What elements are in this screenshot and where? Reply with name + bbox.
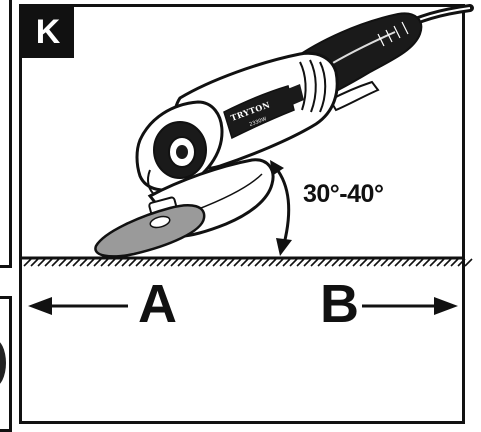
ground-hatch-line: [86, 258, 95, 267]
ground-hatch-line: [114, 258, 123, 267]
ground-hatch-line: [415, 258, 424, 267]
ground-hatch-line: [191, 258, 200, 267]
ground-hatch-line: [58, 258, 67, 267]
ground-hatch-line: [247, 258, 256, 267]
ground-hatch-line: [177, 258, 186, 267]
arrow-right: [362, 297, 458, 315]
ground-hatch-line: [443, 258, 452, 267]
ground-hatch-line: [331, 258, 340, 267]
ground-hatch-line: [44, 258, 53, 267]
ground-hatch-line: [240, 258, 249, 267]
ground-hatch-line: [422, 258, 431, 267]
angle-grinder: TRYTON 2330W: [94, 12, 423, 258]
ground-hatch-line: [198, 258, 207, 267]
ground-hatch-line: [338, 258, 347, 267]
ground-hatch-line: [352, 258, 361, 267]
ground-hatch-line: [457, 258, 466, 267]
panel-letter-badge: K: [22, 6, 74, 58]
ground-hatch-line: [254, 258, 263, 267]
adjacent-panel-edge-top: [0, 0, 12, 268]
ground-hatch-line: [345, 258, 354, 267]
direction-label-a: A: [138, 274, 177, 334]
panel-letter: K: [35, 12, 61, 51]
ground-hatch-line: [282, 258, 291, 267]
ground-hatch-line: [163, 258, 172, 267]
ground-hatch-line: [142, 258, 151, 267]
ground-hatch-line: [205, 258, 214, 267]
ground-hatch-line: [275, 258, 284, 267]
ground-hatch-line: [366, 258, 375, 267]
ground-hatch-line: [51, 258, 60, 267]
arrow-left: [28, 297, 128, 315]
ground-hatch-line: [184, 258, 193, 267]
ground-hatch-line: [429, 258, 438, 267]
ground-hatch-line: [128, 258, 137, 267]
ground-hatch-line: [380, 258, 389, 267]
adjacent-panel-illustration-fragment: [0, 339, 6, 387]
ground-hatch-line: [310, 258, 319, 267]
tool-power-label: 2330W: [249, 116, 268, 128]
ground-hatch-line: [135, 258, 144, 267]
ground-hatch-line: [359, 258, 368, 267]
ground-hatch-line: [394, 258, 403, 267]
angle-indicator: [270, 160, 292, 256]
ground-hatch-line: [226, 258, 235, 267]
ground-hatch-line: [100, 258, 109, 267]
ground-hatch-line: [401, 258, 410, 267]
ground-hatch-line: [30, 258, 39, 267]
ground-hatch-line: [93, 258, 102, 267]
ground-hatch-line: [450, 258, 459, 267]
ground-hatch-line: [65, 258, 74, 267]
ground-hatch-line: [37, 258, 46, 267]
ground-hatch-line: [72, 258, 81, 267]
ground-hatch-line: [317, 258, 326, 267]
ground-hatch-line: [387, 258, 396, 267]
ground-hatch-line: [464, 258, 473, 267]
ground-hatch-line: [296, 258, 305, 267]
ground-hatch-line: [261, 258, 270, 267]
ground-hatch-line: [268, 258, 277, 267]
ground-hatch-line: [436, 258, 445, 267]
ground-hatch-line: [23, 258, 32, 267]
ground-hatch-line: [233, 258, 242, 267]
ground-hatch-line: [219, 258, 228, 267]
ground-hatch-line: [79, 258, 88, 267]
ground-hatch-line: [121, 258, 130, 267]
ground-hatch-line: [149, 258, 158, 267]
grinder-illustration: TRYTON 2330W: [20, 4, 474, 315]
ground-hatch-line: [212, 258, 221, 267]
ground-hatch-line: [156, 258, 165, 267]
ground-hatch-line: [373, 258, 382, 267]
angle-label: 30°-40°: [303, 180, 384, 208]
ground-hatch-line: [107, 258, 116, 267]
ground-hatch-line: [303, 258, 312, 267]
ground-hatch-line: [289, 258, 298, 267]
ground-surface: [20, 256, 473, 267]
ground-hatch-line: [324, 258, 333, 267]
ground-hatch-line: [408, 258, 417, 267]
ground-hatch-line: [170, 258, 179, 267]
direction-label-b: B: [320, 274, 359, 334]
